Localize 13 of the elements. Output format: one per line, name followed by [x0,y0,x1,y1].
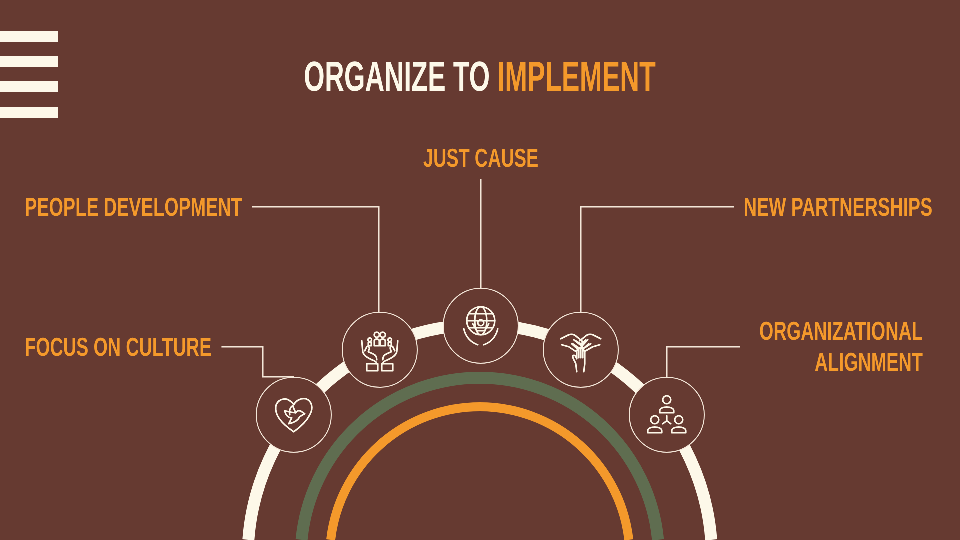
icon-circle [629,377,705,453]
leader-line [580,206,734,312]
leader-line [222,346,294,378]
slide-title: ORGANIZE TO IMPLEMENT [304,52,656,102]
topic-label: PEOPLE DEVELOPMENT [25,192,242,222]
topic-label: NEW PARTNERSHIPS [744,192,933,222]
icon-circle [256,377,332,453]
topic-label: JUST CAUSE [423,143,539,173]
leader-line [480,179,482,288]
topic-label: ORGANIZATIONAL ALIGNMENT [748,316,923,378]
leader-line [252,206,380,312]
leader-line [666,346,740,377]
topic-label: FOCUS ON CULTURE [25,332,212,362]
